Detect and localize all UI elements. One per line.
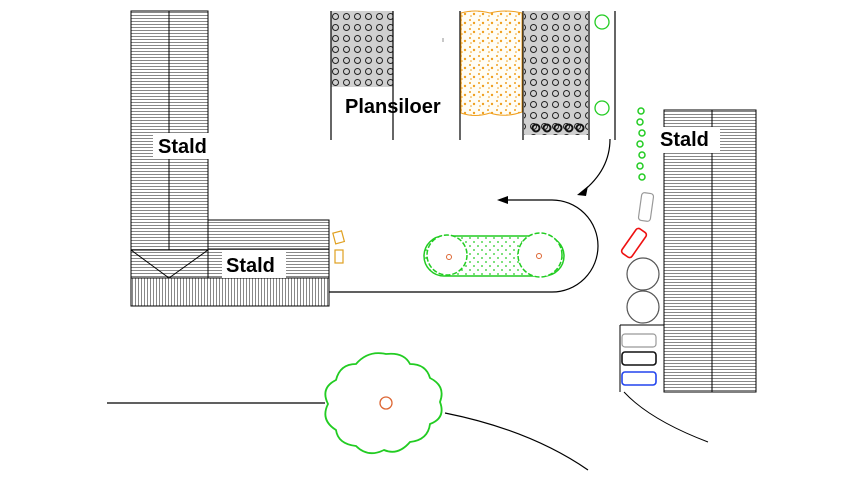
round-tank-icon — [626, 257, 660, 324]
silo-right — [524, 11, 616, 140]
label-stald-right: Stald — [660, 129, 709, 151]
parked-cars — [620, 192, 657, 386]
shrub-icon — [594, 14, 610, 116]
barn-right — [656, 109, 757, 393]
tree-icon — [324, 352, 443, 455]
silo-left — [330, 11, 394, 140]
label-plansiloer: Plansiloer — [345, 96, 441, 118]
green-island — [423, 232, 565, 278]
silo-right-bottom-row — [531, 123, 585, 133]
silo-middle-silage — [459, 10, 524, 140]
hedge — [636, 107, 646, 181]
label-stald-wing: Stald — [226, 255, 275, 277]
road-curve — [444, 412, 589, 471]
flow-arrow-icon — [497, 186, 588, 204]
label-stald-tall: Stald — [158, 136, 207, 158]
hay-bales — [332, 230, 346, 264]
barn-left — [130, 10, 330, 307]
